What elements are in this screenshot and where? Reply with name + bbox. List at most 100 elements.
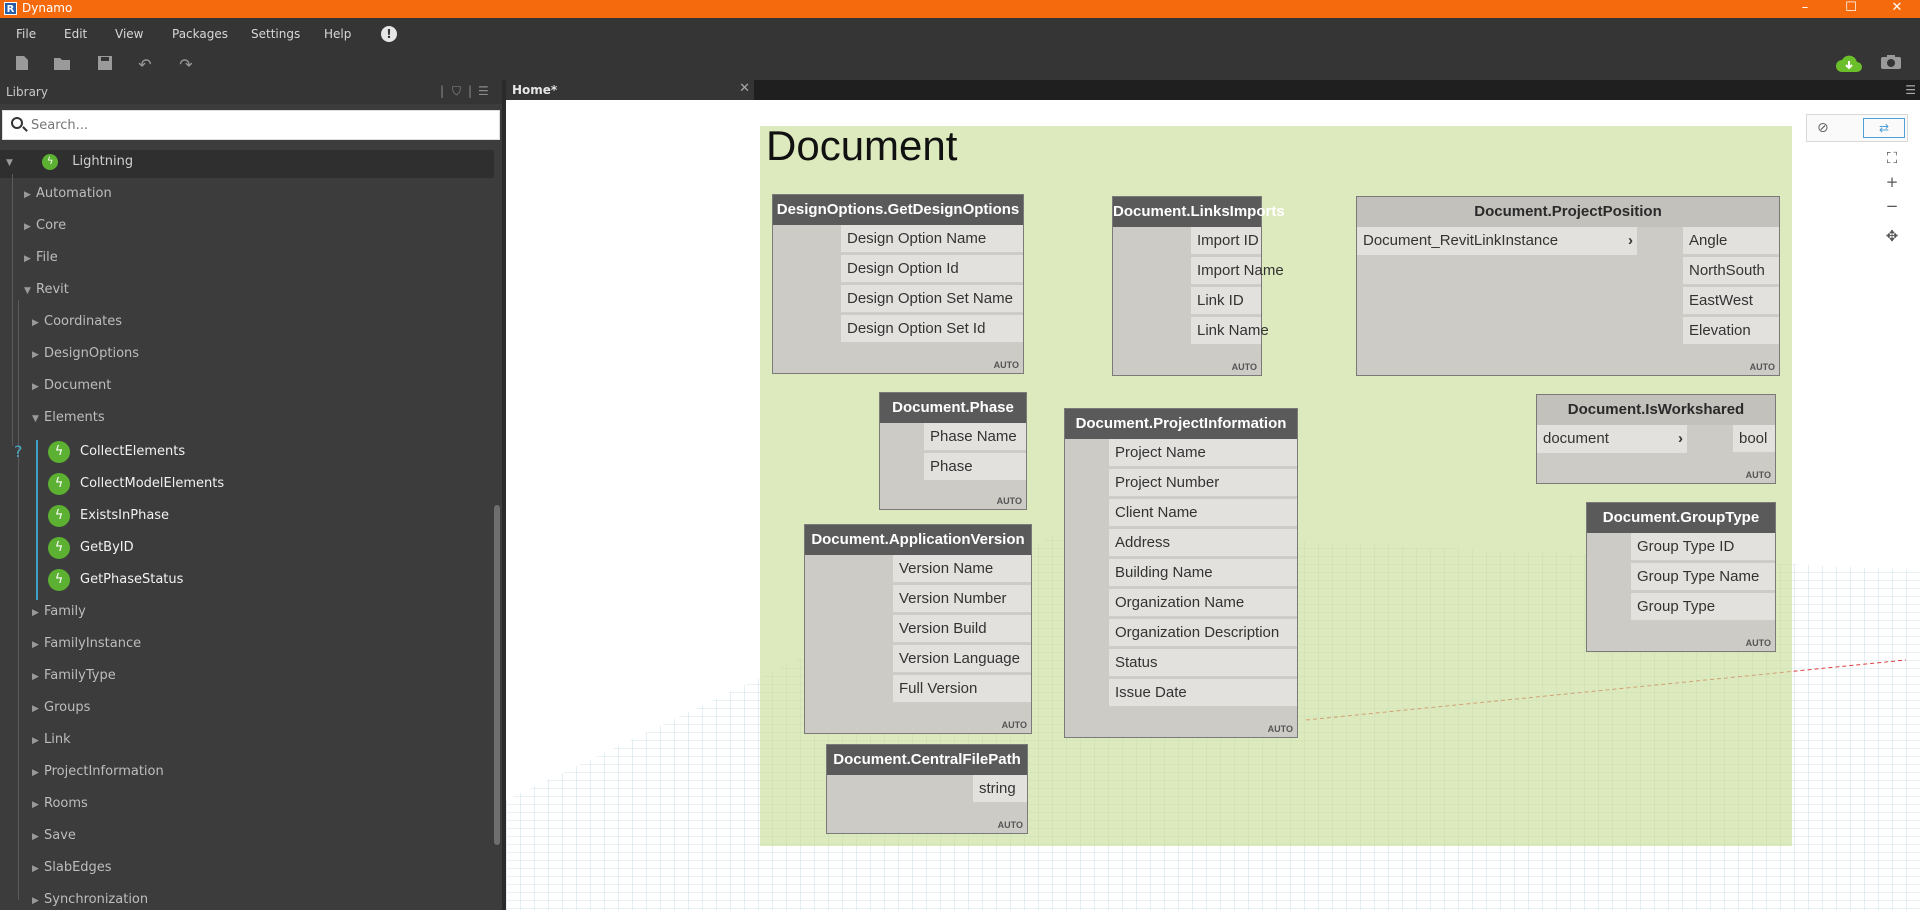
input-port[interactable]: document › bbox=[1537, 425, 1687, 453]
group-title[interactable]: Document bbox=[766, 122, 958, 169]
output-port[interactable]: Elevation bbox=[1683, 317, 1779, 345]
output-port[interactable]: Address bbox=[1109, 529, 1297, 557]
menu-view[interactable]: View bbox=[115, 27, 144, 41]
tree-item-designoptions[interactable]: ▶DesignOptions bbox=[32, 342, 139, 366]
output-port[interactable]: Phase Name bbox=[924, 423, 1026, 451]
output-port[interactable]: Version Number bbox=[893, 585, 1031, 613]
tree-item-coordinates[interactable]: ▶Coordinates bbox=[32, 310, 122, 334]
tree-item-synchronization[interactable]: ▶Synchronization bbox=[32, 888, 148, 910]
output-port[interactable]: EastWest bbox=[1683, 287, 1779, 315]
tree-item-file[interactable]: ▶File bbox=[24, 246, 58, 270]
menu-file[interactable]: File bbox=[16, 27, 37, 41]
geometry-view-icon[interactable]: ⊘ bbox=[1817, 120, 1829, 136]
menu-packages[interactable]: Packages bbox=[172, 27, 228, 41]
camera-icon[interactable] bbox=[1878, 54, 1904, 74]
output-port[interactable]: Design Option Name bbox=[841, 225, 1023, 253]
output-port[interactable]: NorthSouth bbox=[1683, 257, 1779, 285]
menu-help[interactable]: Help bbox=[324, 27, 352, 41]
tab-home[interactable]: Home* ✕ bbox=[506, 80, 754, 100]
tree-item-link[interactable]: ▶Link bbox=[32, 728, 71, 752]
tree-item-core[interactable]: ▶Core bbox=[24, 214, 66, 238]
help-icon[interactable]: ? bbox=[14, 442, 23, 461]
close-tab-icon[interactable]: ✕ bbox=[739, 81, 750, 96]
tree-item-groups[interactable]: ▶Groups bbox=[32, 696, 90, 720]
tree-item-automation[interactable]: ▶Automation bbox=[24, 182, 112, 206]
search-input[interactable] bbox=[31, 115, 491, 135]
tree-item-rooms[interactable]: ▶Rooms bbox=[32, 792, 88, 816]
output-port[interactable]: Angle bbox=[1683, 227, 1779, 255]
output-port[interactable]: Issue Date bbox=[1109, 679, 1297, 707]
output-port[interactable]: Design Option Id bbox=[841, 255, 1023, 283]
output-port[interactable]: Building Name bbox=[1109, 559, 1297, 587]
node-is-workshared[interactable]: Document.IsWorkshared document › bool AU… bbox=[1536, 394, 1776, 484]
tree-item-slabedges[interactable]: ▶SlabEdges bbox=[32, 856, 112, 880]
output-port[interactable]: Group Type ID bbox=[1631, 533, 1775, 561]
tree-item-projectinformation[interactable]: ▶ProjectInformation bbox=[32, 760, 164, 784]
output-port[interactable]: bool bbox=[1733, 425, 1775, 453]
tree-item-familyinstance[interactable]: ▶FamilyInstance bbox=[32, 632, 141, 656]
tree-item-save[interactable]: ▶Save bbox=[32, 824, 76, 848]
library-menu-icon[interactable]: ☰ bbox=[478, 84, 489, 98]
zoom-in-icon[interactable]: + bbox=[1885, 173, 1899, 191]
node-project-position[interactable]: Document.ProjectPosition Document_RevitL… bbox=[1356, 196, 1780, 376]
node-get-design-options[interactable]: DesignOptions.GetDesignOptions Design Op… bbox=[772, 194, 1024, 374]
output-port[interactable]: Status bbox=[1109, 649, 1297, 677]
output-port[interactable]: Link Name bbox=[1191, 317, 1269, 345]
panel-splitter[interactable] bbox=[502, 80, 506, 910]
workspace-canvas[interactable]: ⊘ ⇄ ⛶ + − ✥ Document DesignOptions.GetDe… bbox=[506, 100, 1920, 910]
output-port[interactable]: Project Number bbox=[1109, 469, 1297, 497]
minimize-button[interactable]: – bbox=[1801, 0, 1809, 15]
redo-icon[interactable]: ↷ bbox=[179, 55, 193, 74]
output-port[interactable]: Group Type bbox=[1631, 593, 1775, 621]
zoom-out-icon[interactable]: − bbox=[1885, 197, 1899, 215]
node-project-information[interactable]: Document.ProjectInformation Project Name… bbox=[1064, 408, 1298, 738]
tree-item-revit[interactable]: ▼Revit bbox=[24, 278, 69, 302]
graph-view-icon[interactable]: ⇄ bbox=[1863, 118, 1905, 138]
output-port[interactable]: Version Build bbox=[893, 615, 1031, 643]
output-port[interactable]: Design Option Set Id bbox=[841, 315, 1023, 343]
input-port[interactable]: Document_RevitLinkInstance › bbox=[1357, 227, 1637, 255]
zoom-fit-icon[interactable]: ⛶ bbox=[1886, 149, 1898, 167]
output-port[interactable]: Project Name bbox=[1109, 439, 1297, 467]
output-port[interactable]: Import Name bbox=[1191, 257, 1284, 285]
tree-item-lightning[interactable]: ▼ ϟ Lightning bbox=[6, 150, 133, 174]
tree-item-elements[interactable]: ▼Elements bbox=[32, 406, 105, 430]
alert-icon[interactable]: ! bbox=[381, 26, 397, 42]
close-button[interactable]: ✕ bbox=[1891, 0, 1903, 15]
node-phase[interactable]: Document.Phase Phase Name Phase AUTO bbox=[879, 392, 1027, 510]
tree-item-familytype[interactable]: ▶FamilyType bbox=[32, 664, 116, 688]
new-file-icon[interactable] bbox=[12, 55, 32, 75]
output-port[interactable]: Version Name bbox=[893, 555, 1031, 583]
menu-edit[interactable]: Edit bbox=[64, 27, 88, 41]
tab-menu-icon[interactable]: ☰ bbox=[1905, 83, 1916, 97]
output-port[interactable]: string bbox=[973, 775, 1027, 803]
output-port[interactable]: Organization Description bbox=[1109, 619, 1297, 647]
node-group-type[interactable]: Document.GroupType Group Type ID Group T… bbox=[1586, 502, 1776, 652]
output-port[interactable]: Client Name bbox=[1109, 499, 1297, 527]
menu-settings[interactable]: Settings bbox=[251, 27, 301, 41]
output-port[interactable]: Organization Name bbox=[1109, 589, 1297, 617]
open-folder-icon[interactable] bbox=[52, 55, 72, 75]
tree-item-document[interactable]: ▶Document bbox=[32, 374, 111, 398]
output-port[interactable]: Version Language bbox=[893, 645, 1031, 673]
output-port[interactable]: Group Type Name bbox=[1631, 563, 1775, 591]
output-port[interactable]: Import ID bbox=[1191, 227, 1261, 255]
library-scrollbar[interactable] bbox=[494, 505, 500, 845]
output-port[interactable]: Full Version bbox=[893, 675, 1031, 703]
tree-item-family[interactable]: ▶Family bbox=[32, 600, 86, 624]
maximize-button[interactable]: ☐ bbox=[1845, 0, 1857, 15]
undo-icon[interactable]: ↶ bbox=[138, 55, 152, 74]
filter-icon[interactable]: ⛉ bbox=[452, 84, 462, 98]
output-port[interactable]: Phase bbox=[924, 453, 1026, 481]
save-icon[interactable] bbox=[95, 55, 115, 75]
output-port[interactable]: Design Option Set Name bbox=[841, 285, 1023, 313]
pan-icon[interactable]: ✥ bbox=[1885, 227, 1899, 245]
cloud-download-icon[interactable] bbox=[1834, 54, 1864, 74]
output-port[interactable]: Link ID bbox=[1191, 287, 1261, 315]
node-application-version[interactable]: Document.ApplicationVersion Version Name… bbox=[804, 524, 1032, 734]
